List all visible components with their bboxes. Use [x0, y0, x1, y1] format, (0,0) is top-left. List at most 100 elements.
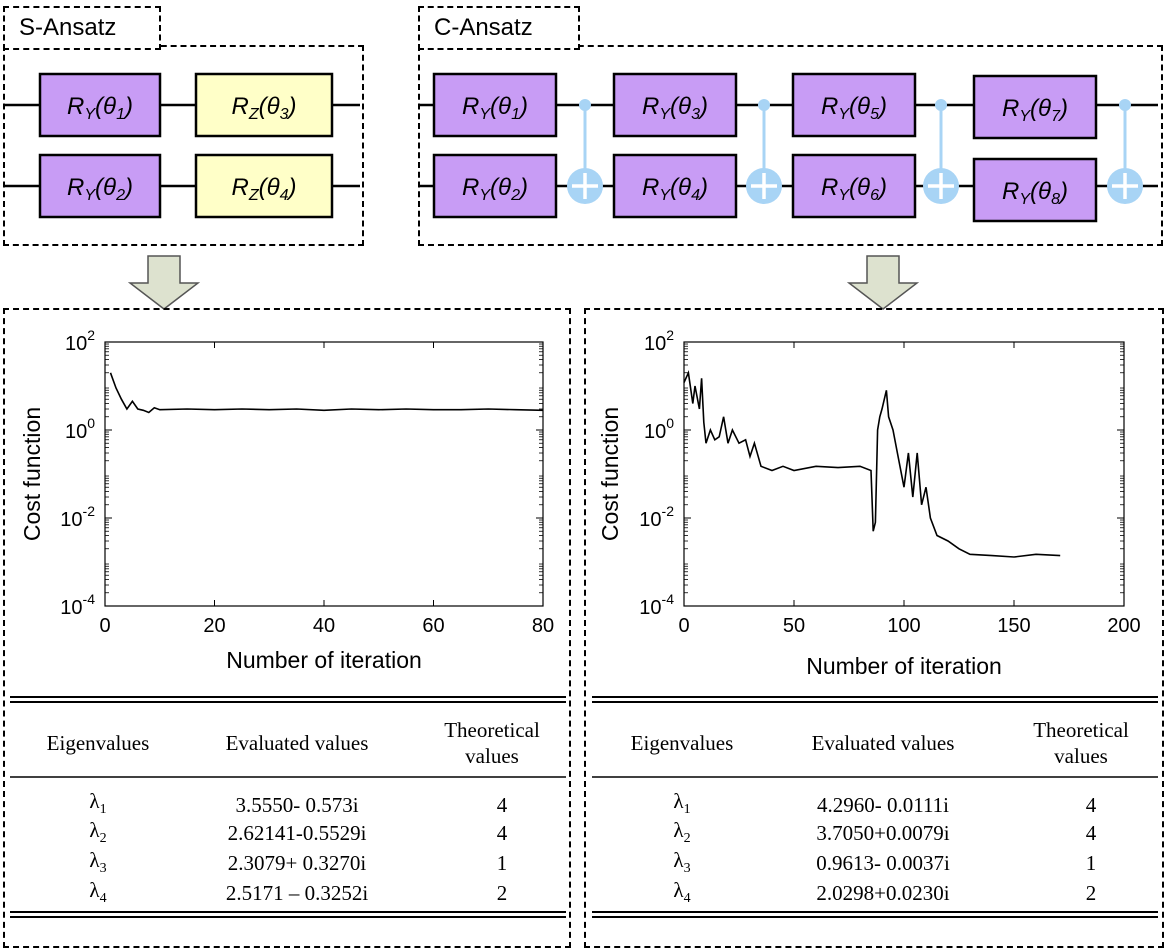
- eigenvalue-symbol: λ4: [673, 878, 691, 907]
- y-tick-label: 10-2: [639, 503, 674, 531]
- s-ansatz-panel: [3, 45, 364, 246]
- cost-series-line: [109, 372, 544, 414]
- y-axis-label: Cost function: [597, 407, 623, 541]
- eigen-table-left: Eigenvalues Evaluated values Theoretical…: [10, 712, 566, 908]
- header-evaluated: Evaluated values: [811, 730, 955, 755]
- evaluated-value: 2.5171 – 0.3252i: [225, 880, 369, 905]
- gate-label: RY(θ6): [821, 174, 887, 204]
- x-tick-label: 80: [532, 615, 554, 637]
- x-tick-label: 60: [422, 615, 444, 637]
- cnot-control-dot: [935, 99, 947, 111]
- y-tick-label: 10-4: [60, 591, 95, 619]
- x-tick-label: 20: [203, 615, 225, 637]
- eigenvalue-symbol: λ3: [673, 848, 691, 877]
- table-row: λ4 2.5171 – 0.3252i 2: [10, 878, 566, 908]
- evaluated-value: 3.5550- 0.573i: [235, 793, 359, 817]
- cnot-gate-3: [923, 99, 959, 204]
- gate-label: RY(θ8): [1002, 178, 1068, 208]
- c-gate-ry-7: RY(θ7): [972, 74, 1098, 140]
- s-ansatz-label: S-Ansatz: [3, 6, 161, 50]
- gate-box: [194, 153, 334, 219]
- s-gate-rz-4: RZ(θ4): [194, 153, 334, 219]
- x-axis-label: Number of iteration: [806, 653, 1002, 679]
- gate-label: RY(θ3): [642, 93, 708, 123]
- eigenvalue-symbol: λ2: [89, 818, 107, 847]
- c-gate-ry-1: RY(θ1): [432, 72, 558, 138]
- plot-area: [683, 341, 1125, 607]
- evaluated-value: 2.3079+ 0.3270i: [227, 850, 367, 875]
- x-tick-label: 150: [997, 615, 1030, 637]
- gate-box: [194, 72, 334, 138]
- y-tick-label: 10-4: [639, 591, 674, 619]
- cnot-gate-1: [567, 99, 603, 204]
- y-tick-label: 100: [644, 415, 674, 443]
- gate-label: RY(θ2): [462, 174, 528, 204]
- table-row: λ3 2.3079+ 0.3270i 1: [10, 848, 566, 878]
- s-gate-rz-3: RZ(θ3): [194, 72, 334, 138]
- gate-box: [612, 72, 738, 138]
- theoretical-value: 2: [496, 880, 508, 905]
- evaluated-value: 0.9613- 0.0037i: [816, 850, 950, 875]
- x-tick-label: 200: [1107, 615, 1140, 637]
- eigenvalue-symbol: λ4: [89, 878, 107, 907]
- gate-label: RY(θ1): [67, 93, 133, 123]
- theoretical-value: 4: [496, 793, 508, 817]
- gate-label: RY(θ2): [67, 174, 133, 204]
- plot-area: [104, 341, 544, 607]
- theoretical-value: 1: [1085, 850, 1097, 875]
- header-evaluated: Evaluated values: [225, 730, 369, 755]
- s-gate-ry-1: RY(θ1): [38, 72, 162, 138]
- y-tick-label: 102: [644, 327, 674, 355]
- gate-box: [38, 153, 162, 219]
- evaluated-value: 3.7050+0.0079i: [816, 820, 950, 845]
- c-ansatz-label: C-Ansatz: [418, 6, 580, 50]
- y-axis-label: Cost function: [19, 407, 45, 541]
- y-tick-label: 102: [65, 327, 95, 355]
- header-eigenvalues: Eigenvalues: [46, 730, 150, 755]
- gate-label: RY(θ7): [1002, 95, 1068, 125]
- y-tick-label: 10-2: [60, 503, 95, 531]
- cnot-control-dot: [1119, 99, 1131, 111]
- table-row: λ3 0.9613- 0.0037i 1: [592, 848, 1158, 878]
- gate-box: [791, 153, 917, 219]
- cnot-control-dot: [758, 99, 770, 111]
- gate-label: RY(θ4): [642, 174, 708, 204]
- gate-box: [972, 74, 1098, 140]
- x-tick-label: 40: [313, 615, 335, 637]
- header-theoretical: Theoretical values: [1033, 718, 1129, 768]
- eigen-table-right: Eigenvalues Evaluated values Theoretical…: [592, 712, 1158, 908]
- arrow-left: [128, 255, 200, 310]
- cost-series-line: [683, 369, 1061, 558]
- circuits-svg: RY(θ1) RZ(θ3) RY(θ2) RZ(θ4) RY(θ1) RY(θ2) RY(…: [5, 72, 1158, 223]
- table-left-rules: [10, 696, 566, 918]
- table-right-rules: [592, 696, 1158, 918]
- y-tick-label: 100: [65, 415, 95, 443]
- gate-box: [791, 72, 917, 138]
- c-gate-ry-3: RY(θ3): [612, 72, 738, 138]
- x-axis-label: Number of iteration: [226, 647, 422, 673]
- eigenvalue-symbol: λ3: [89, 848, 107, 877]
- gate-label: RZ(θ3): [231, 93, 296, 123]
- eigenvalue-symbol: λ2: [673, 818, 691, 847]
- down-arrow-shape: [128, 255, 200, 310]
- gate-label: RY(θ1): [462, 93, 528, 123]
- evaluated-value: 4.2960- 0.0111i: [816, 793, 950, 817]
- x-tick-label: 100: [887, 615, 920, 637]
- gate-box: [432, 153, 558, 219]
- c-gate-ry-4: RY(θ4): [612, 153, 738, 219]
- eigenvalue-symbol: λ1: [89, 788, 107, 817]
- c-gate-ry-2: RY(θ2): [432, 153, 558, 219]
- cnot-gate-2: [746, 99, 782, 204]
- x-tick-label: 0: [678, 615, 689, 637]
- gate-label: RY(θ5): [821, 93, 887, 123]
- cnot-control-dot: [579, 99, 591, 111]
- c-gate-ry-6: RY(θ6): [791, 153, 917, 219]
- gate-box: [972, 157, 1098, 223]
- theoretical-value: 4: [1085, 820, 1097, 845]
- theoretical-value: 1: [496, 850, 508, 875]
